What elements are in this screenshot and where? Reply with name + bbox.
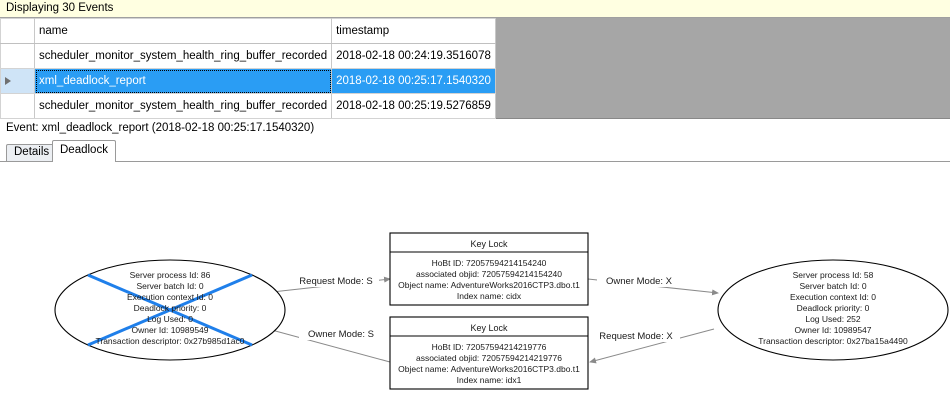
- process-left-line-4: Log Used: 0: [147, 314, 193, 324]
- grid-header-selector: [0, 18, 35, 44]
- edge-label-request-mode-x: Request Mode: X: [592, 329, 680, 342]
- grid-header-row: name timestamp: [0, 18, 496, 44]
- deadlock-victim-x-icon: [87, 273, 253, 347]
- resource-top-line-2: Object name: AdventureWorks2016CTP3.dbo.…: [398, 280, 580, 290]
- process-right-line-4: Log Used: 252: [805, 314, 861, 324]
- events-banner-label: Displaying 30 Events: [6, 2, 114, 14]
- svg-text:Request Mode: X: Request Mode: X: [599, 331, 673, 342]
- process-left-line-3: Deadlock priority: 0: [134, 303, 207, 313]
- cell-timestamp[interactable]: 2018-02-18 00:25:19.5276859: [331, 93, 496, 119]
- resource-bottom-line-2: Object name: AdventureWorks2016CTP3.dbo.…: [398, 364, 580, 374]
- resource-top-line-3: Index name: cidx: [457, 291, 522, 301]
- edge-label-request-mode-s: Request Mode: S: [293, 274, 379, 287]
- resource-top-line-0: HoBt ID: 72057594214154240: [432, 258, 547, 268]
- edge-owner-mode-s: [267, 327, 391, 363]
- process-right-line-2: Execution context Id: 0: [790, 292, 876, 302]
- process-node-right[interactable]: Server process Id: 58 Server batch Id: 0…: [717, 259, 949, 361]
- resource-bottom-line-0: HoBt ID: 72057594214219776: [432, 342, 547, 352]
- table-row[interactable]: scheduler_monitor_system_health_ring_buf…: [0, 93, 496, 119]
- deadlock-graph-canvas[interactable]: Server process Id: 86 Server batch Id: 0…: [0, 162, 950, 400]
- resource-top-line-1: associated objid: 72057594214154240: [416, 269, 562, 279]
- deadlock-graph-panel[interactable]: Server process Id: 86 Server batch Id: 0…: [0, 161, 950, 400]
- process-right-line-6: Transaction descriptor: 0x27ba15a4490: [758, 336, 908, 346]
- resource-top-header: Key Lock: [470, 239, 508, 249]
- resource-node-bottom[interactable]: Key Lock HoBt ID: 72057594214219776 asso…: [389, 316, 589, 390]
- tab-details[interactable]: Details: [6, 144, 58, 162]
- cell-timestamp[interactable]: 2018-02-18 00:24:19.3516078: [331, 43, 496, 69]
- grid-header-name[interactable]: name: [33, 18, 333, 44]
- process-right-line-1: Server batch Id: 0: [799, 281, 866, 291]
- event-detail-title: Event: xml_deadlock_report (2018-02-18 0…: [6, 122, 315, 134]
- process-right-line-3: Deadlock priority: 0: [797, 303, 870, 313]
- cell-name[interactable]: scheduler_monitor_system_health_ring_buf…: [33, 43, 333, 69]
- process-right-line-0: Server process Id: 58: [793, 270, 874, 280]
- process-left-line-6: Transaction descriptor: 0x27b985d1ac0: [96, 336, 245, 346]
- row-selector-cell[interactable]: [0, 93, 35, 119]
- resource-bottom-header: Key Lock: [470, 323, 508, 333]
- svg-text:Request Mode: S: Request Mode: S: [299, 276, 372, 287]
- grid-header-timestamp[interactable]: timestamp: [331, 18, 496, 44]
- table-row-selected[interactable]: xml_deadlock_report 2018-02-18 00:25:17.…: [0, 68, 496, 94]
- process-left-line-2: Execution context Id: 0: [127, 292, 213, 302]
- cell-name[interactable]: scheduler_monitor_system_health_ring_buf…: [33, 93, 333, 119]
- process-left-line-5: Owner Id: 10989549: [131, 325, 208, 335]
- cell-name[interactable]: xml_deadlock_report: [33, 68, 333, 94]
- svg-text:Owner Mode: X: Owner Mode: X: [606, 276, 673, 287]
- cell-timestamp[interactable]: 2018-02-18 00:25:17.1540320: [331, 68, 496, 94]
- row-selector-cell[interactable]: [0, 68, 35, 94]
- process-left-line-1: Server batch Id: 0: [136, 281, 203, 291]
- row-pointer-icon: [5, 76, 11, 85]
- resource-bottom-line-3: Index name: idx1: [457, 375, 522, 385]
- svg-text:Owner Mode: S: Owner Mode: S: [308, 329, 374, 340]
- resource-bottom-line-1: associated objid: 72057594214219776: [416, 353, 562, 363]
- deadlock-graph-svg: Server process Id: 86 Server batch Id: 0…: [54, 232, 949, 390]
- edge-label-owner-mode-s: Owner Mode: S: [299, 327, 383, 340]
- resource-node-top[interactable]: Key Lock HoBt ID: 72057594214154240 asso…: [389, 232, 589, 306]
- events-grid-table: name timestamp scheduler_monitor_system_…: [0, 18, 496, 119]
- row-selector-cell[interactable]: [0, 43, 35, 69]
- tab-deadlock[interactable]: Deadlock: [52, 140, 116, 162]
- detail-tabstrip: Details Deadlock: [0, 140, 950, 162]
- process-right-line-5: Owner Id: 10989547: [794, 325, 871, 335]
- events-banner: Displaying 30 Events: [0, 0, 950, 18]
- edge-label-owner-mode-x: Owner Mode: X: [597, 274, 681, 287]
- process-node-left[interactable]: Server process Id: 86 Server batch Id: 0…: [54, 259, 286, 361]
- edge-request-mode-x: [589, 328, 715, 364]
- process-left-line-0: Server process Id: 86: [130, 270, 211, 280]
- events-grid[interactable]: name timestamp scheduler_monitor_system_…: [0, 18, 950, 119]
- table-row[interactable]: scheduler_monitor_system_health_ring_buf…: [0, 43, 496, 69]
